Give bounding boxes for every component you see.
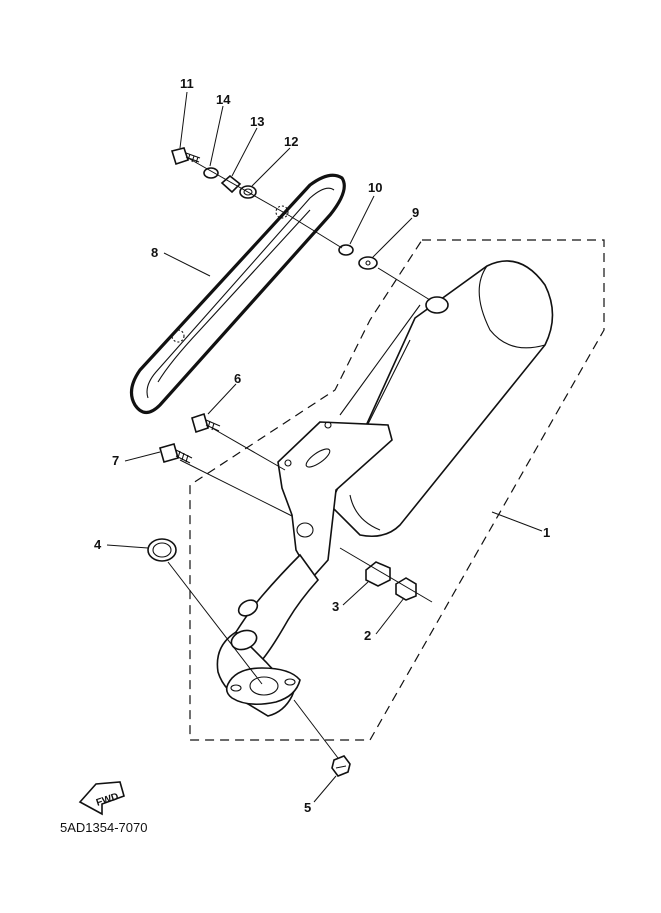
callout-13: 13: [250, 114, 264, 129]
bolt-7: [159, 443, 193, 464]
callout-7: 7: [112, 453, 119, 468]
callout-6: 6: [234, 371, 241, 386]
callout-8: 8: [151, 245, 158, 260]
diagram-code: 5AD1354-7070: [60, 820, 147, 835]
callout-1: 1: [543, 525, 550, 540]
heat-protector: [129, 173, 346, 415]
callout-labels: 1 2 3 4 5 6 7 8 9 10 11 12 13 14: [94, 76, 550, 815]
pipe-flange: [225, 667, 301, 706]
muffler-mount-boss: [425, 296, 449, 314]
gasket-4: [147, 538, 177, 562]
collar-2: [395, 577, 417, 601]
bolt-6: [191, 412, 221, 434]
assembly-boundary-dashed: [189, 239, 605, 741]
callout-5: 5: [304, 800, 311, 815]
callout-12: 12: [284, 134, 298, 149]
fwd-arrow-icon: FWD: [78, 781, 125, 816]
damper-9: [358, 256, 378, 270]
callout-9: 9: [412, 205, 419, 220]
bolt-11: [170, 147, 201, 166]
callout-2: 2: [364, 628, 371, 643]
callout-4: 4: [94, 537, 102, 552]
washer-14: [203, 167, 219, 179]
callout-leaders: [106, 91, 543, 803]
callout-3: 3: [332, 599, 339, 614]
washer-10: [338, 244, 354, 256]
nut-5: [331, 755, 351, 777]
callout-14: 14: [216, 92, 231, 107]
callout-11: 11: [180, 76, 194, 91]
assembly-lines: [167, 157, 433, 759]
callout-10: 10: [368, 180, 382, 195]
collar-3: [365, 561, 391, 587]
